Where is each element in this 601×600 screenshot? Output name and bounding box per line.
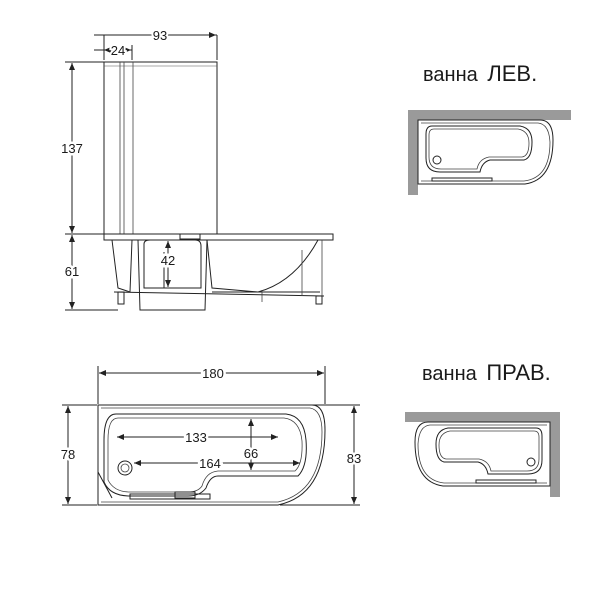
dim-height-door: 42 bbox=[161, 253, 175, 268]
tub-body bbox=[103, 233, 334, 311]
left-label-variant: ЛЕВ. bbox=[487, 61, 537, 86]
right-label: ванна ПРАВ. bbox=[422, 360, 551, 385]
left-label-prefix: ванна bbox=[423, 64, 479, 86]
dim-width-total: 93 bbox=[153, 28, 167, 43]
left-variant: ванна ЛЕВ. bbox=[408, 61, 571, 195]
right-label-prefix: ванна bbox=[422, 363, 478, 385]
top-view: 180 133 164 66 78 83 bbox=[58, 364, 364, 506]
dim-inner-length-2: 164 bbox=[199, 456, 221, 471]
dim-length: 180 bbox=[202, 366, 224, 381]
right-label-variant: ПРАВ. bbox=[486, 360, 550, 385]
dim-height-tub: 61 bbox=[65, 264, 79, 279]
left-label: ванна ЛЕВ. bbox=[423, 61, 537, 86]
side-view: 93 24 137 61 42 bbox=[59, 26, 334, 311]
dim-inner-length: 133 bbox=[185, 430, 207, 445]
dim-width-panel: 24 bbox=[111, 43, 125, 58]
left-wall bbox=[408, 110, 571, 195]
right-variant: ванна ПРАВ. bbox=[405, 360, 560, 497]
dim-height-screen: 137 bbox=[61, 141, 83, 156]
right-wall bbox=[405, 412, 560, 497]
dim-width-left: 78 bbox=[61, 447, 75, 462]
dim-width-right: 83 bbox=[347, 451, 361, 466]
glass-screen bbox=[103, 61, 218, 235]
dim-inner-width: 66 bbox=[244, 446, 258, 461]
